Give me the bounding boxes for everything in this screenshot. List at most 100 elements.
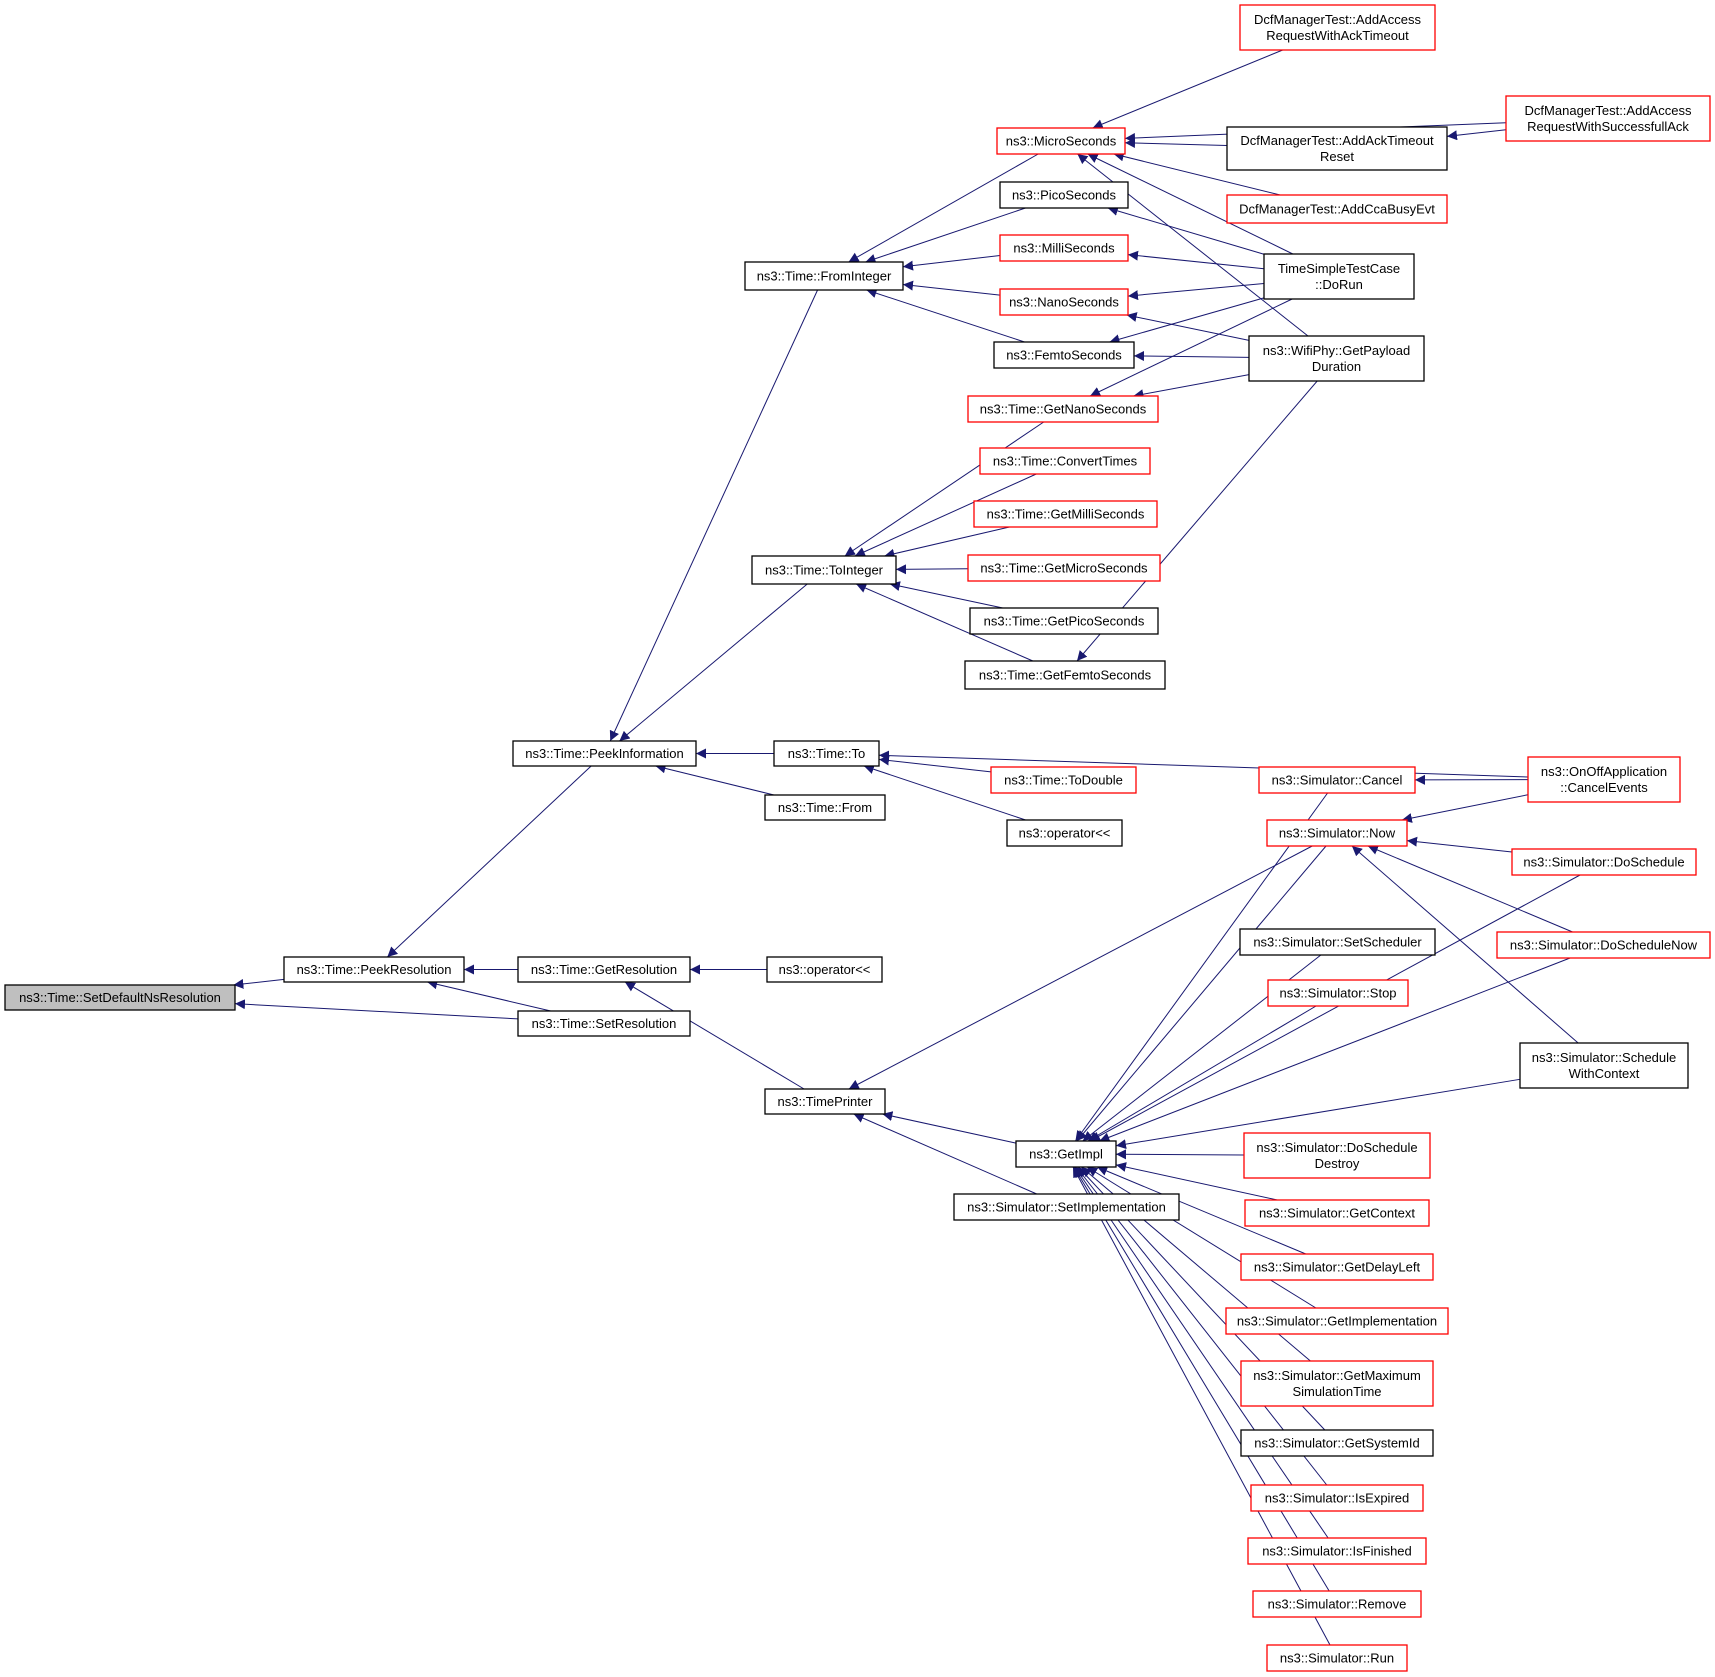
edge-n24-n49 [1115,1078,1521,1150]
edge-n24-n44 [1073,1166,1330,1592]
node-n35[interactable]: ns3::Simulator::Stop [1267,979,1409,1007]
node-label: WithContext [1569,1066,1640,1081]
node-box [283,956,465,983]
edge-n7-n22 [878,755,992,773]
node-box [512,740,697,767]
node-box [973,500,1158,528]
edge-n24-n47 [1089,874,1581,1142]
node-label: ns3::Time::GetFemtoSeconds [979,668,1152,683]
node-n21[interactable]: ns3::Time::GetFemtoSeconds [964,660,1166,690]
node-n20[interactable]: ns3::Time::GetPicoSeconds [969,607,1159,635]
node-n43[interactable]: ns3::Simulator::IsFinished [1247,1537,1427,1565]
node-n46[interactable]: ns3::OnOffApplication::CancelEvents [1527,756,1681,803]
edge-n15-n29 [1109,297,1265,345]
edge-n11-n26 [1092,49,1283,129]
node-box [764,1088,886,1115]
node-box [1239,4,1436,51]
node-box [1267,979,1409,1007]
node-n14[interactable]: ns3::NanoSeconds [999,288,1129,316]
node-box [967,554,1161,582]
node-n0[interactable]: ns3::Time::SetDefaultNsResolution [4,984,236,1011]
node-n24[interactable]: ns3::GetImpl [1015,1140,1117,1168]
node-n12[interactable]: ns3::PicoSeconds [999,181,1129,209]
node-n39[interactable]: ns3::Simulator::GetImplementation [1225,1307,1449,1335]
node-box [1243,1132,1431,1179]
node-n32[interactable]: ns3::Simulator::Cancel [1258,766,1416,794]
edge-n11-n29 [1087,153,1294,255]
edge-n24-n36 [1115,1149,1245,1160]
node-n2[interactable]: ns3::Time::SetResolution [517,1010,691,1037]
edge-n6-n18 [884,526,1010,559]
node-n33[interactable]: ns3::Simulator::Now [1266,819,1408,847]
node-label: ns3::GetImpl [1029,1147,1103,1162]
node-n22[interactable]: ns3::Time::ToDouble [990,766,1137,794]
edge-n6-n20 [889,581,1003,609]
node-label: Destroy [1315,1156,1360,1171]
node-n11[interactable]: ns3::MicroSeconds [996,127,1126,155]
node-n38[interactable]: ns3::Simulator::GetDelayLeft [1240,1253,1434,1281]
node-n47[interactable]: ns3::Simulator::DoSchedule [1511,848,1697,876]
edge-n7-n23 [863,764,1026,821]
edge-n33-n47 [1406,836,1513,853]
node-n29[interactable]: TimeSimpleTestCase::DoRun [1263,253,1415,300]
node-label: ns3::Time::GetMilliSeconds [987,507,1145,522]
node-box [1239,928,1436,956]
node-n28[interactable]: DcfManagerTest::AddCcaBusyEvt [1226,194,1448,224]
node-n37[interactable]: ns3::Simulator::GetContext [1244,1199,1430,1227]
node-label: ns3::Time::PeekResolution [297,962,452,977]
node-box [999,234,1129,262]
node-n19[interactable]: ns3::Time::GetMicroSeconds [967,554,1161,582]
node-box [1527,756,1681,803]
node-label: ns3::Simulator::SetImplementation [967,1200,1166,1215]
node-n4[interactable]: ns3::Time::GetResolution [517,956,691,983]
node-n3[interactable]: ns3::Time::PeekInformation [512,740,697,767]
node-n13[interactable]: ns3::MilliSeconds [999,234,1129,262]
edge-n24-n32 [1075,792,1328,1142]
edge-n12-n29 [1107,206,1265,255]
node-label: ns3::Simulator::IsExpired [1265,1491,1410,1506]
node-box [1244,1199,1430,1227]
node-n48[interactable]: ns3::Simulator::DoScheduleNow [1496,931,1711,959]
edge-n4-n10 [624,981,805,1090]
edge-n7-n46 [878,750,1529,778]
node-n16[interactable]: ns3::Time::GetNanoSeconds [967,395,1159,423]
node-box [1505,95,1711,142]
node-n1[interactable]: ns3::Time::PeekResolution [283,956,465,983]
node-box [773,740,880,767]
node-n31[interactable]: DcfManagerTest::AddAccessRequestWithSucc… [1505,95,1711,142]
edge-n11-n27 [1124,138,1228,149]
node-n42[interactable]: ns3::Simulator::IsExpired [1250,1484,1424,1512]
node-n45[interactable]: ns3::Simulator::Run [1266,1644,1408,1672]
nodes-layer: ns3::Time::SetDefaultNsResolutionns3::Ti… [4,4,1711,1672]
node-n5[interactable]: ns3::Time::FromInteger [744,261,904,291]
edge-n13-n29 [1127,250,1265,270]
node-box [964,660,1166,690]
node-n7[interactable]: ns3::Time::To [773,740,880,767]
node-n6[interactable]: ns3::Time::ToInteger [751,555,897,585]
node-label: ns3::Simulator::Stop [1279,986,1396,1001]
node-n9[interactable]: ns3::operator<< [766,956,883,983]
edge-n5-n15 [866,288,1025,343]
node-box [1015,1140,1117,1168]
edge-n6-n19 [895,564,969,575]
node-n41[interactable]: ns3::Simulator::GetSystemId [1240,1429,1434,1457]
node-n25[interactable]: ns3::Simulator::SetImplementation [953,1193,1180,1221]
node-n26[interactable]: DcfManagerTest::AddAccessRequestWithAckT… [1239,4,1436,51]
node-n34[interactable]: ns3::Simulator::SetScheduler [1239,928,1436,956]
node-label: RequestWithSuccessfullAck [1527,119,1689,134]
node-n44[interactable]: ns3::Simulator::Remove [1252,1590,1422,1618]
node-n23[interactable]: ns3::operator<< [1006,819,1123,847]
node-n17[interactable]: ns3::Time::ConvertTimes [979,447,1151,475]
node-box [766,956,883,983]
node-n15[interactable]: ns3::FemtoSeconds [993,341,1135,369]
node-n18[interactable]: ns3::Time::GetMilliSeconds [973,500,1158,528]
node-label: ns3::Simulator::GetMaximum [1253,1368,1421,1383]
node-n10[interactable]: ns3::TimePrinter [764,1088,886,1115]
edge-n24-n43 [1074,1166,1329,1539]
node-n8[interactable]: ns3::Time::From [764,794,886,821]
